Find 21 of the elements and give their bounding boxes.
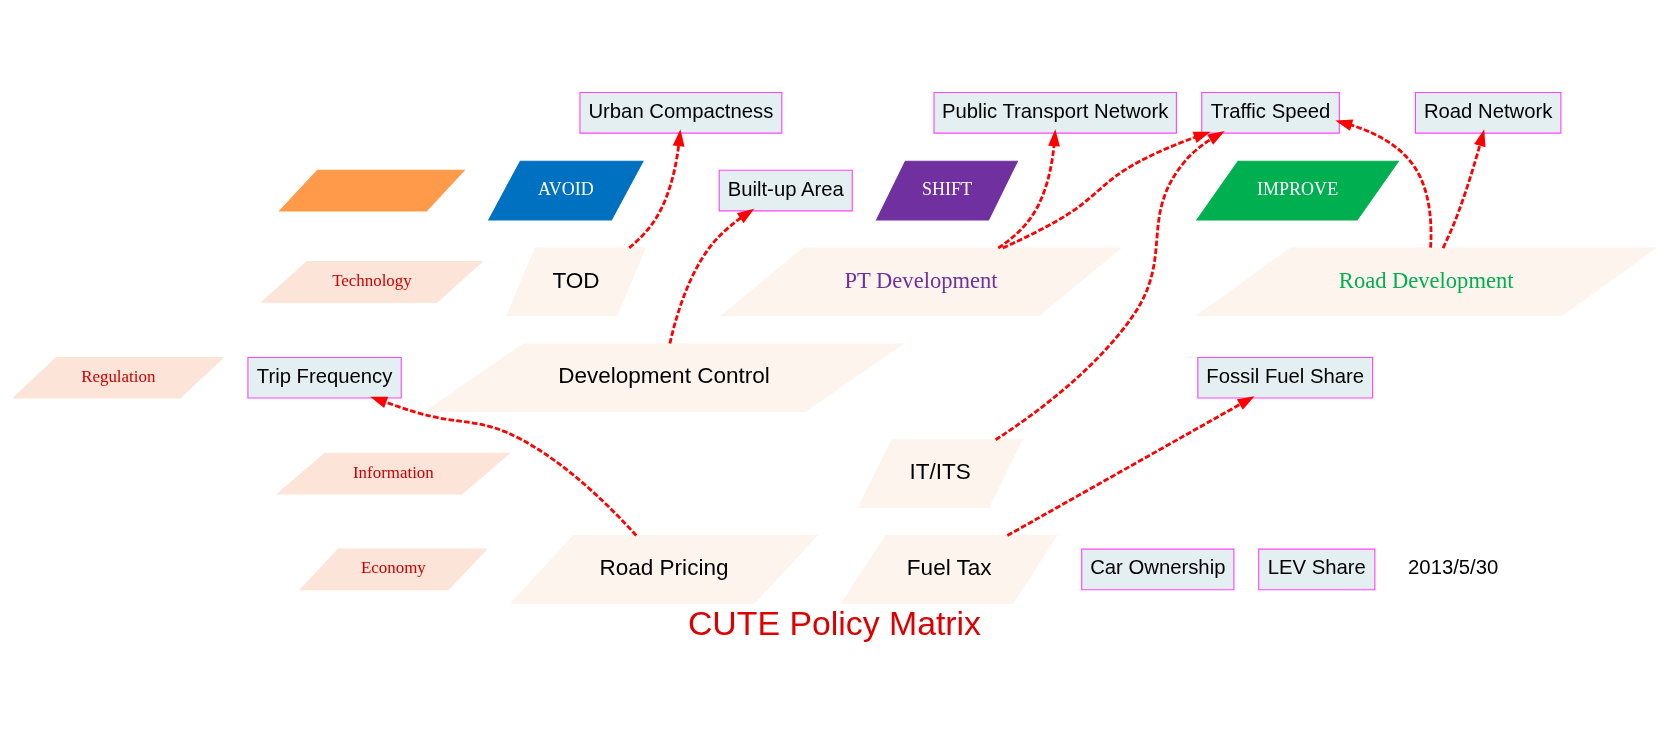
arrow (1334, 119, 1432, 248)
node-box: Road Network (1414, 91, 1561, 134)
arrow (627, 129, 685, 249)
node-box: Public Transport Network (932, 91, 1177, 134)
label: 2013/5/30 (1407, 556, 1498, 579)
arrow (668, 208, 754, 344)
node-box: Fossil Fuel Share (1196, 356, 1373, 399)
node-box: Trip Frequency (246, 356, 402, 399)
node-box: LEV Share (1257, 548, 1375, 591)
arrow (369, 396, 637, 537)
node-box: Traffic Speed (1200, 91, 1340, 134)
node-box: Car Ownership (1080, 548, 1234, 591)
arrow (1006, 396, 1255, 537)
node-bar (277, 169, 465, 212)
arrow (994, 131, 1225, 441)
arrow (997, 129, 1060, 250)
diagram-title: CUTE Policy Matrix (687, 603, 981, 642)
node-box: Built-up Area (718, 169, 853, 212)
node-box: Urban Compactness (578, 91, 782, 134)
arrow (1441, 129, 1485, 249)
arrow (1001, 131, 1211, 250)
